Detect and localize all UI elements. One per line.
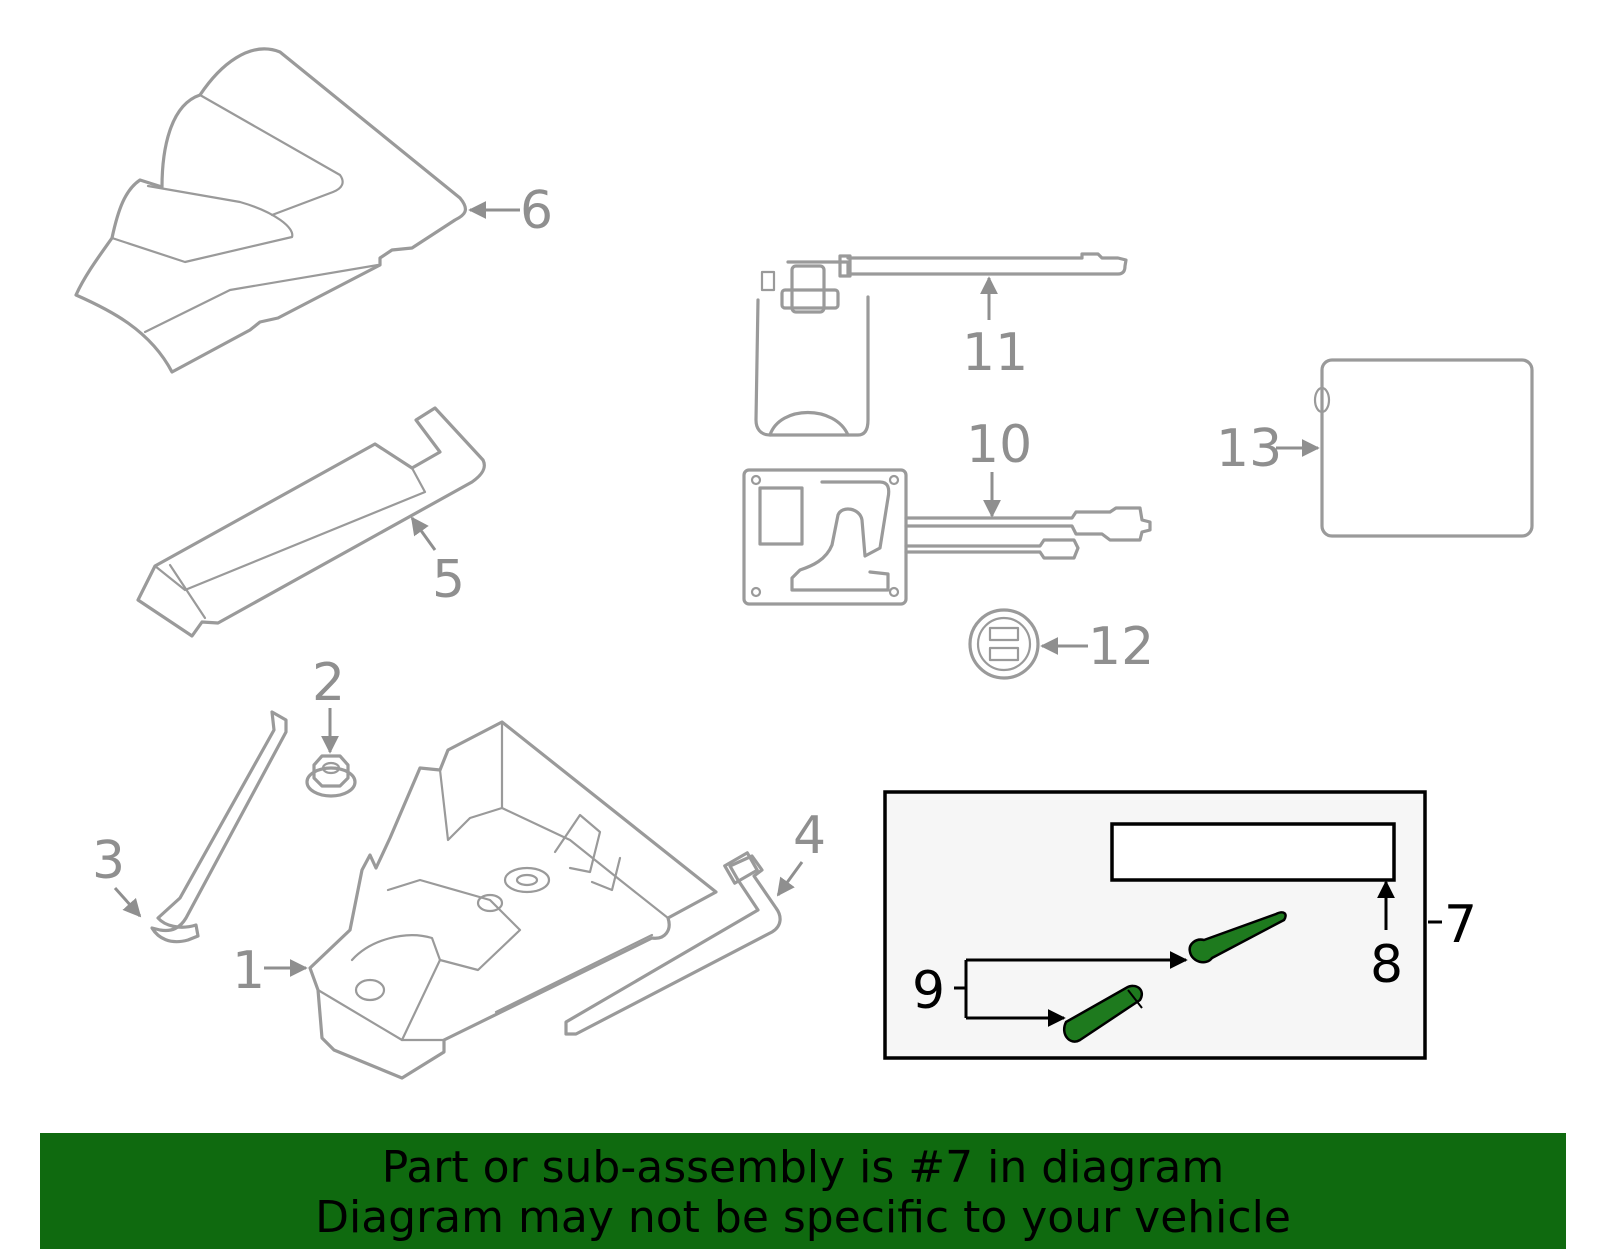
svg-text:3: 3 <box>92 831 125 891</box>
part-2-nut <box>305 754 357 798</box>
callout-12: 12 <box>1040 617 1154 677</box>
part-1-jack-tray <box>308 720 718 1080</box>
part-12-socket <box>968 608 1040 680</box>
banner-line-2: Diagram may not be specific to your vehi… <box>315 1192 1291 1243</box>
callout-3: 3 <box>92 831 142 918</box>
callout-7: 7 <box>1428 895 1477 955</box>
valve-core-tool <box>1188 911 1287 964</box>
callout-1: 1 <box>232 941 308 1001</box>
part-13-instruction-label <box>1313 358 1534 538</box>
callout-5: 5 <box>410 516 465 610</box>
banner-line-1: Part or sub-assembly is #7 in diagram <box>381 1142 1225 1193</box>
svg-text:1: 1 <box>232 941 265 1001</box>
svg-text:6: 6 <box>520 181 553 241</box>
callout-11: 11 <box>962 276 1028 383</box>
svg-text:12: 12 <box>1088 617 1154 677</box>
svg-text:4: 4 <box>793 806 826 866</box>
callout-8: 8 <box>1370 935 1403 995</box>
svg-text:11: 11 <box>962 323 1028 383</box>
svg-text:13: 13 <box>1216 419 1282 479</box>
svg-text:2: 2 <box>312 653 345 713</box>
callout-2: 2 <box>312 653 345 754</box>
callout-10: 10 <box>966 415 1032 518</box>
svg-text:9: 9 <box>912 961 945 1021</box>
part-5-foam-tray <box>136 406 486 638</box>
callout-6: 6 <box>468 181 553 241</box>
svg-text:5: 5 <box>432 550 465 610</box>
valve-core <box>1063 984 1143 1043</box>
info-banner: Part or sub-assembly is #7 in diagram Di… <box>40 1133 1566 1249</box>
part-7-inset-box <box>883 790 1427 1060</box>
svg-text:7: 7 <box>1444 895 1477 955</box>
part-3-handle-rod <box>150 710 288 944</box>
callout-13: 13 <box>1216 419 1320 479</box>
part-11-compressor <box>754 252 1128 437</box>
svg-text:10: 10 <box>966 415 1032 475</box>
callout-4: 4 <box>776 806 826 897</box>
part-4-wheel-wrench <box>564 851 782 1036</box>
callout-9: 9 <box>912 961 945 1021</box>
part-6-trim-cover <box>74 47 468 374</box>
svg-text:8: 8 <box>1370 935 1403 995</box>
part-10-control-module <box>742 468 1152 606</box>
